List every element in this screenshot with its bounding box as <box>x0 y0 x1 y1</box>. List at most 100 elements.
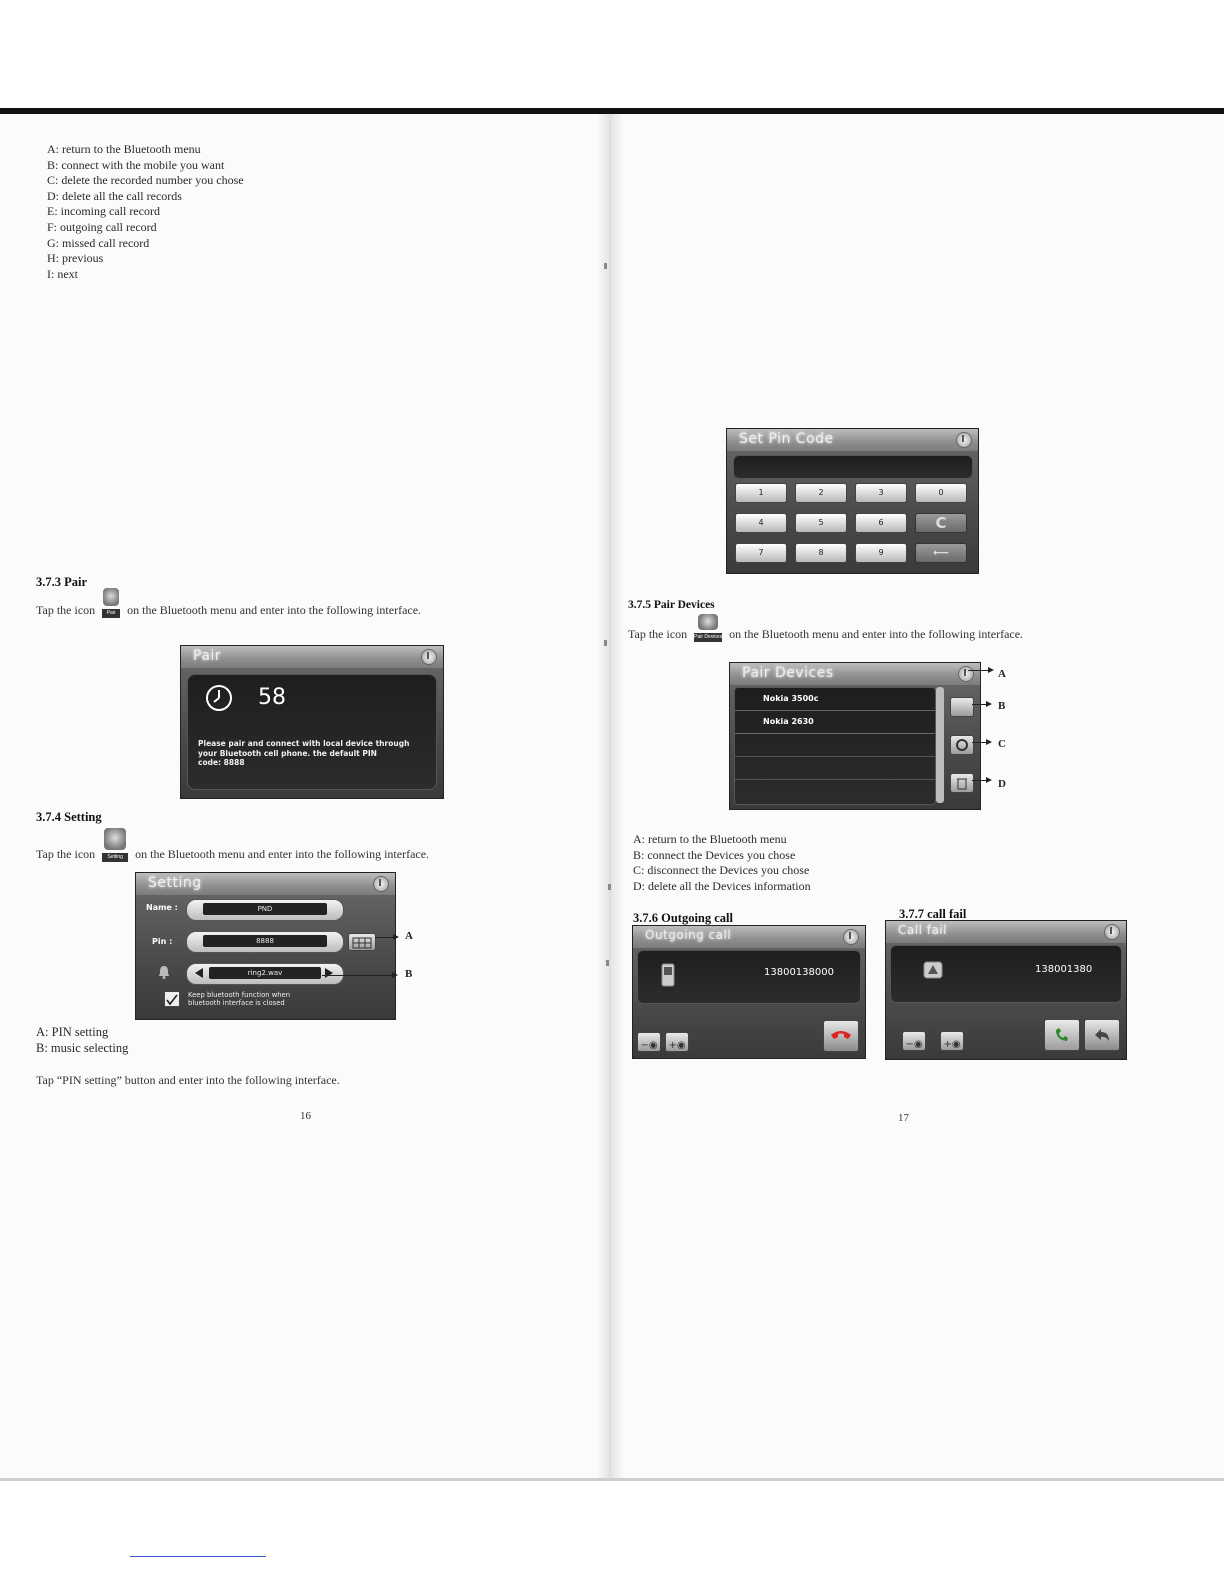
callout-a: A <box>998 668 1006 680</box>
volume-down-button[interactable]: −◉ <box>902 1031 926 1051</box>
power-close-icon[interactable] <box>958 666 974 682</box>
disconnect-icon <box>956 739 968 751</box>
callout-d: D <box>998 778 1006 790</box>
section-heading-pair-devices: 3.7.5 Pair Devices <box>628 599 715 611</box>
countdown-value: 58 <box>258 685 286 710</box>
legend-item: A: return to the Bluetooth menu <box>47 142 201 156</box>
legend-item: D: delete all the Devices information <box>633 878 811 893</box>
delete-all-devices-button[interactable] <box>950 773 974 793</box>
name-value: PND <box>203 903 327 915</box>
name-field[interactable]: PND <box>186 899 344 921</box>
volume-down-icon: −◉ <box>640 1040 658 1051</box>
note-item: A: PIN setting <box>36 1025 109 1039</box>
setting-icon: Setting <box>102 828 129 862</box>
device-name: Nokia 3500c <box>763 694 819 703</box>
scan-speck <box>608 884 611 890</box>
keypad-key[interactable]: 3 <box>855 483 907 503</box>
power-close-icon[interactable] <box>1104 924 1120 940</box>
clock-icon <box>206 685 232 711</box>
volume-down-button[interactable]: −◉ <box>637 1032 661 1052</box>
legend-item: E: incoming call record <box>47 204 160 219</box>
scan-speck <box>604 640 607 646</box>
keep-bluetooth-label: Keep bluetooth function when bluetooth i… <box>188 991 290 1007</box>
pair-devices-screen: Pair Devices Nokia 3500c Nokia 2630 <box>729 662 981 810</box>
pair-icon: Pair <box>102 588 121 618</box>
volume-up-button[interactable]: +◉ <box>940 1031 964 1051</box>
setting-icon-label: Setting <box>102 853 129 862</box>
page-gutter <box>596 114 624 1478</box>
device-row-empty <box>735 757 935 780</box>
device-name: Nokia 2630 <box>763 717 814 726</box>
volume-up-button[interactable]: +◉ <box>665 1032 689 1052</box>
call-info-panel: 13800138000 <box>637 950 861 1004</box>
keypad-key[interactable]: 4 <box>735 513 787 533</box>
pair-devices-icon-label: Pair Devices <box>694 633 723 642</box>
device-list-scrollbar[interactable] <box>936 687 944 803</box>
device-row[interactable]: Nokia 2630 <box>735 711 935 734</box>
trash-icon <box>957 778 967 790</box>
keypad-key[interactable]: 9 <box>855 543 907 563</box>
ringtone-value: ring2.wav <box>209 967 321 979</box>
tap-text: on the Bluetooth menu and enter into the… <box>127 603 422 617</box>
power-close-icon[interactable] <box>421 649 437 665</box>
keypad-key[interactable]: 7 <box>735 543 787 563</box>
connect-device-button[interactable] <box>950 697 974 717</box>
hang-up-button[interactable] <box>823 1020 859 1052</box>
next-ringtone-icon[interactable] <box>324 967 334 979</box>
failed-number: 138001380 <box>1035 964 1093 975</box>
outgoing-call-title: Outgoing call <box>645 928 732 942</box>
pair-content-panel: 58 Please pair and connect with local de… <box>187 674 437 790</box>
pin-setting-button[interactable] <box>348 933 376 951</box>
scan-speck <box>604 263 607 269</box>
pair-devices-title-bar: Pair Devices <box>730 663 980 685</box>
spread-top-edge <box>0 108 1224 114</box>
power-close-icon[interactable] <box>843 929 859 945</box>
tap-text: Tap the icon <box>36 847 96 861</box>
keypad-key[interactable]: 1 <box>735 483 787 503</box>
keypad-key[interactable]: 2 <box>795 483 847 503</box>
pin-display <box>733 455 973 479</box>
back-button[interactable] <box>1084 1019 1120 1051</box>
back-arrow-icon <box>1095 1029 1109 1041</box>
set-pin-code-screen: Set Pin Code 1 2 3 0 4 5 6 C 7 8 9 ⟵ <box>726 428 979 574</box>
hang-up-icon <box>831 1031 851 1039</box>
pin-field[interactable]: 8888 <box>186 931 344 953</box>
power-close-icon[interactable] <box>373 876 389 892</box>
legend-item: G: missed call record <box>47 235 150 250</box>
callout-b: B <box>998 700 1006 712</box>
spread-bottom-edge <box>0 1478 1224 1481</box>
legend-item: H: previous <box>47 251 104 266</box>
disconnect-device-button[interactable] <box>950 735 974 755</box>
keypad-key[interactable]: 8 <box>795 543 847 563</box>
callout-b: B <box>405 968 413 980</box>
setting-tap-instruction: Tap the icon Setting on the Bluetooth me… <box>36 828 429 862</box>
keypad-key[interactable]: 5 <box>795 513 847 533</box>
ringtone-selector[interactable]: ring2.wav <box>186 963 344 985</box>
legend-item: A: return to the Bluetooth menu <box>633 832 787 846</box>
clear-key[interactable]: C <box>915 513 967 533</box>
pair-title-bar: Pair <box>181 646 443 668</box>
keypad-key[interactable]: 6 <box>855 513 907 533</box>
device-row[interactable]: Nokia 3500c <box>735 688 935 711</box>
redial-button[interactable] <box>1044 1019 1080 1051</box>
pair-devices-tap-instruction: Tap the icon Pair Devices on the Bluetoo… <box>628 614 1023 642</box>
setting-title: Setting <box>148 875 202 891</box>
keep-bluetooth-checkbox[interactable] <box>164 991 180 1007</box>
pair-icon-label: Pair <box>102 609 121 618</box>
legend-item: B: connect with the mobile you want <box>47 157 225 172</box>
enter-key[interactable]: ⟵ <box>915 543 967 563</box>
keypad-key[interactable]: 0 <box>915 483 967 503</box>
outgoing-call-screen: Outgoing call 13800138000 −◉ +◉ <box>632 925 866 1059</box>
device-row-empty <box>735 734 935 757</box>
keypad-icon <box>352 937 372 949</box>
call-record-legend: A: return to the Bluetooth menu B: conne… <box>47 142 244 282</box>
pair-devices-title: Pair Devices <box>742 665 834 681</box>
power-close-icon[interactable] <box>956 432 972 448</box>
legend-item: D: delete all the call records <box>47 188 182 203</box>
setting-notes: A: PIN setting B: music selecting <box>36 1024 128 1056</box>
legend-item: C: delete the recorded number you chose <box>47 173 244 188</box>
section-heading-pair: 3.7.3 Pair <box>36 575 88 589</box>
pin-value: 8888 <box>203 935 327 947</box>
previous-ringtone-icon[interactable] <box>194 967 204 979</box>
callout-arrow-a <box>968 670 990 671</box>
